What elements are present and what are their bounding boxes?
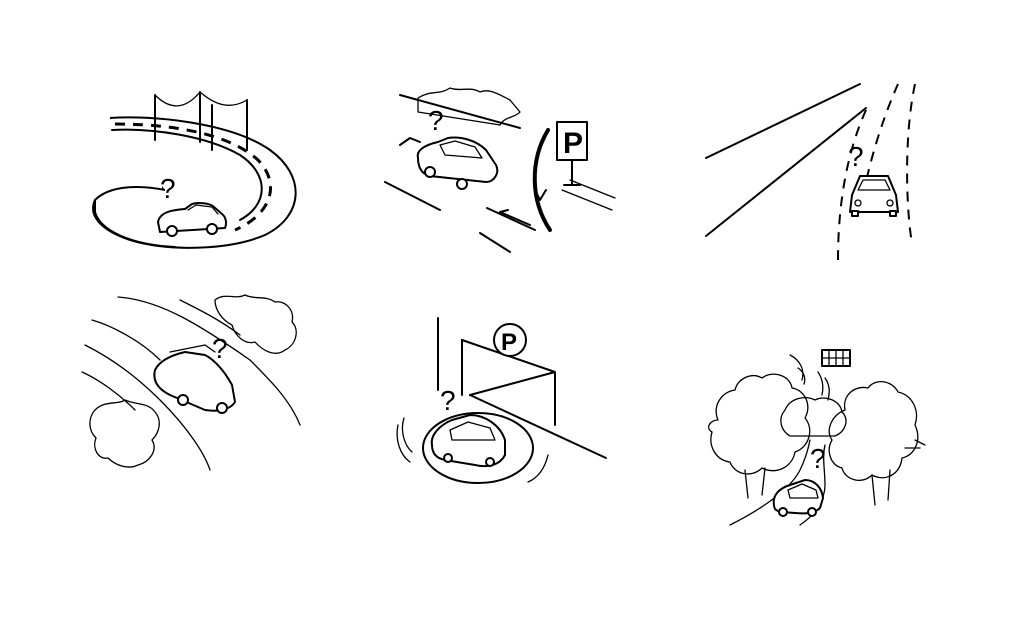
parking-sign-letter: P [501,329,517,356]
tree-middle [781,398,846,436]
building-edge [438,318,462,395]
contour-3 [180,300,240,335]
parking-sign-letter: P [563,127,583,160]
turn-arrow [535,130,550,230]
question-mark-5: ? [440,385,456,416]
scene-parking-entrance: P ? [385,88,615,252]
question-mark-6: ? [810,443,826,474]
scene-spiral-ramp: ? [93,92,296,248]
tree-right-trunk [872,470,890,505]
contour-2 [82,372,135,410]
scene-winding-road: ? [82,295,300,470]
car-icon [850,176,898,216]
question-mark-2: ? [428,105,444,136]
car-icon [418,138,498,190]
tree-left [709,374,810,474]
scene-forest-gps: ? [709,350,925,525]
car-icon [774,480,823,516]
direction-arrow [500,210,530,225]
scene-parking-garage: P ? [397,318,606,483]
roof-rack [170,345,215,352]
question-mark-1: ? [160,173,176,204]
trees-lower-left [90,400,159,467]
scene-road-fork: ? [706,84,915,260]
sign-post [564,160,580,185]
satellite-icon [822,350,850,366]
road-edge-right [907,84,915,244]
road-edge-middle [706,108,866,236]
question-mark-4: ? [212,333,228,364]
question-mark-3: ? [848,141,864,172]
road-edge-left [706,84,860,158]
